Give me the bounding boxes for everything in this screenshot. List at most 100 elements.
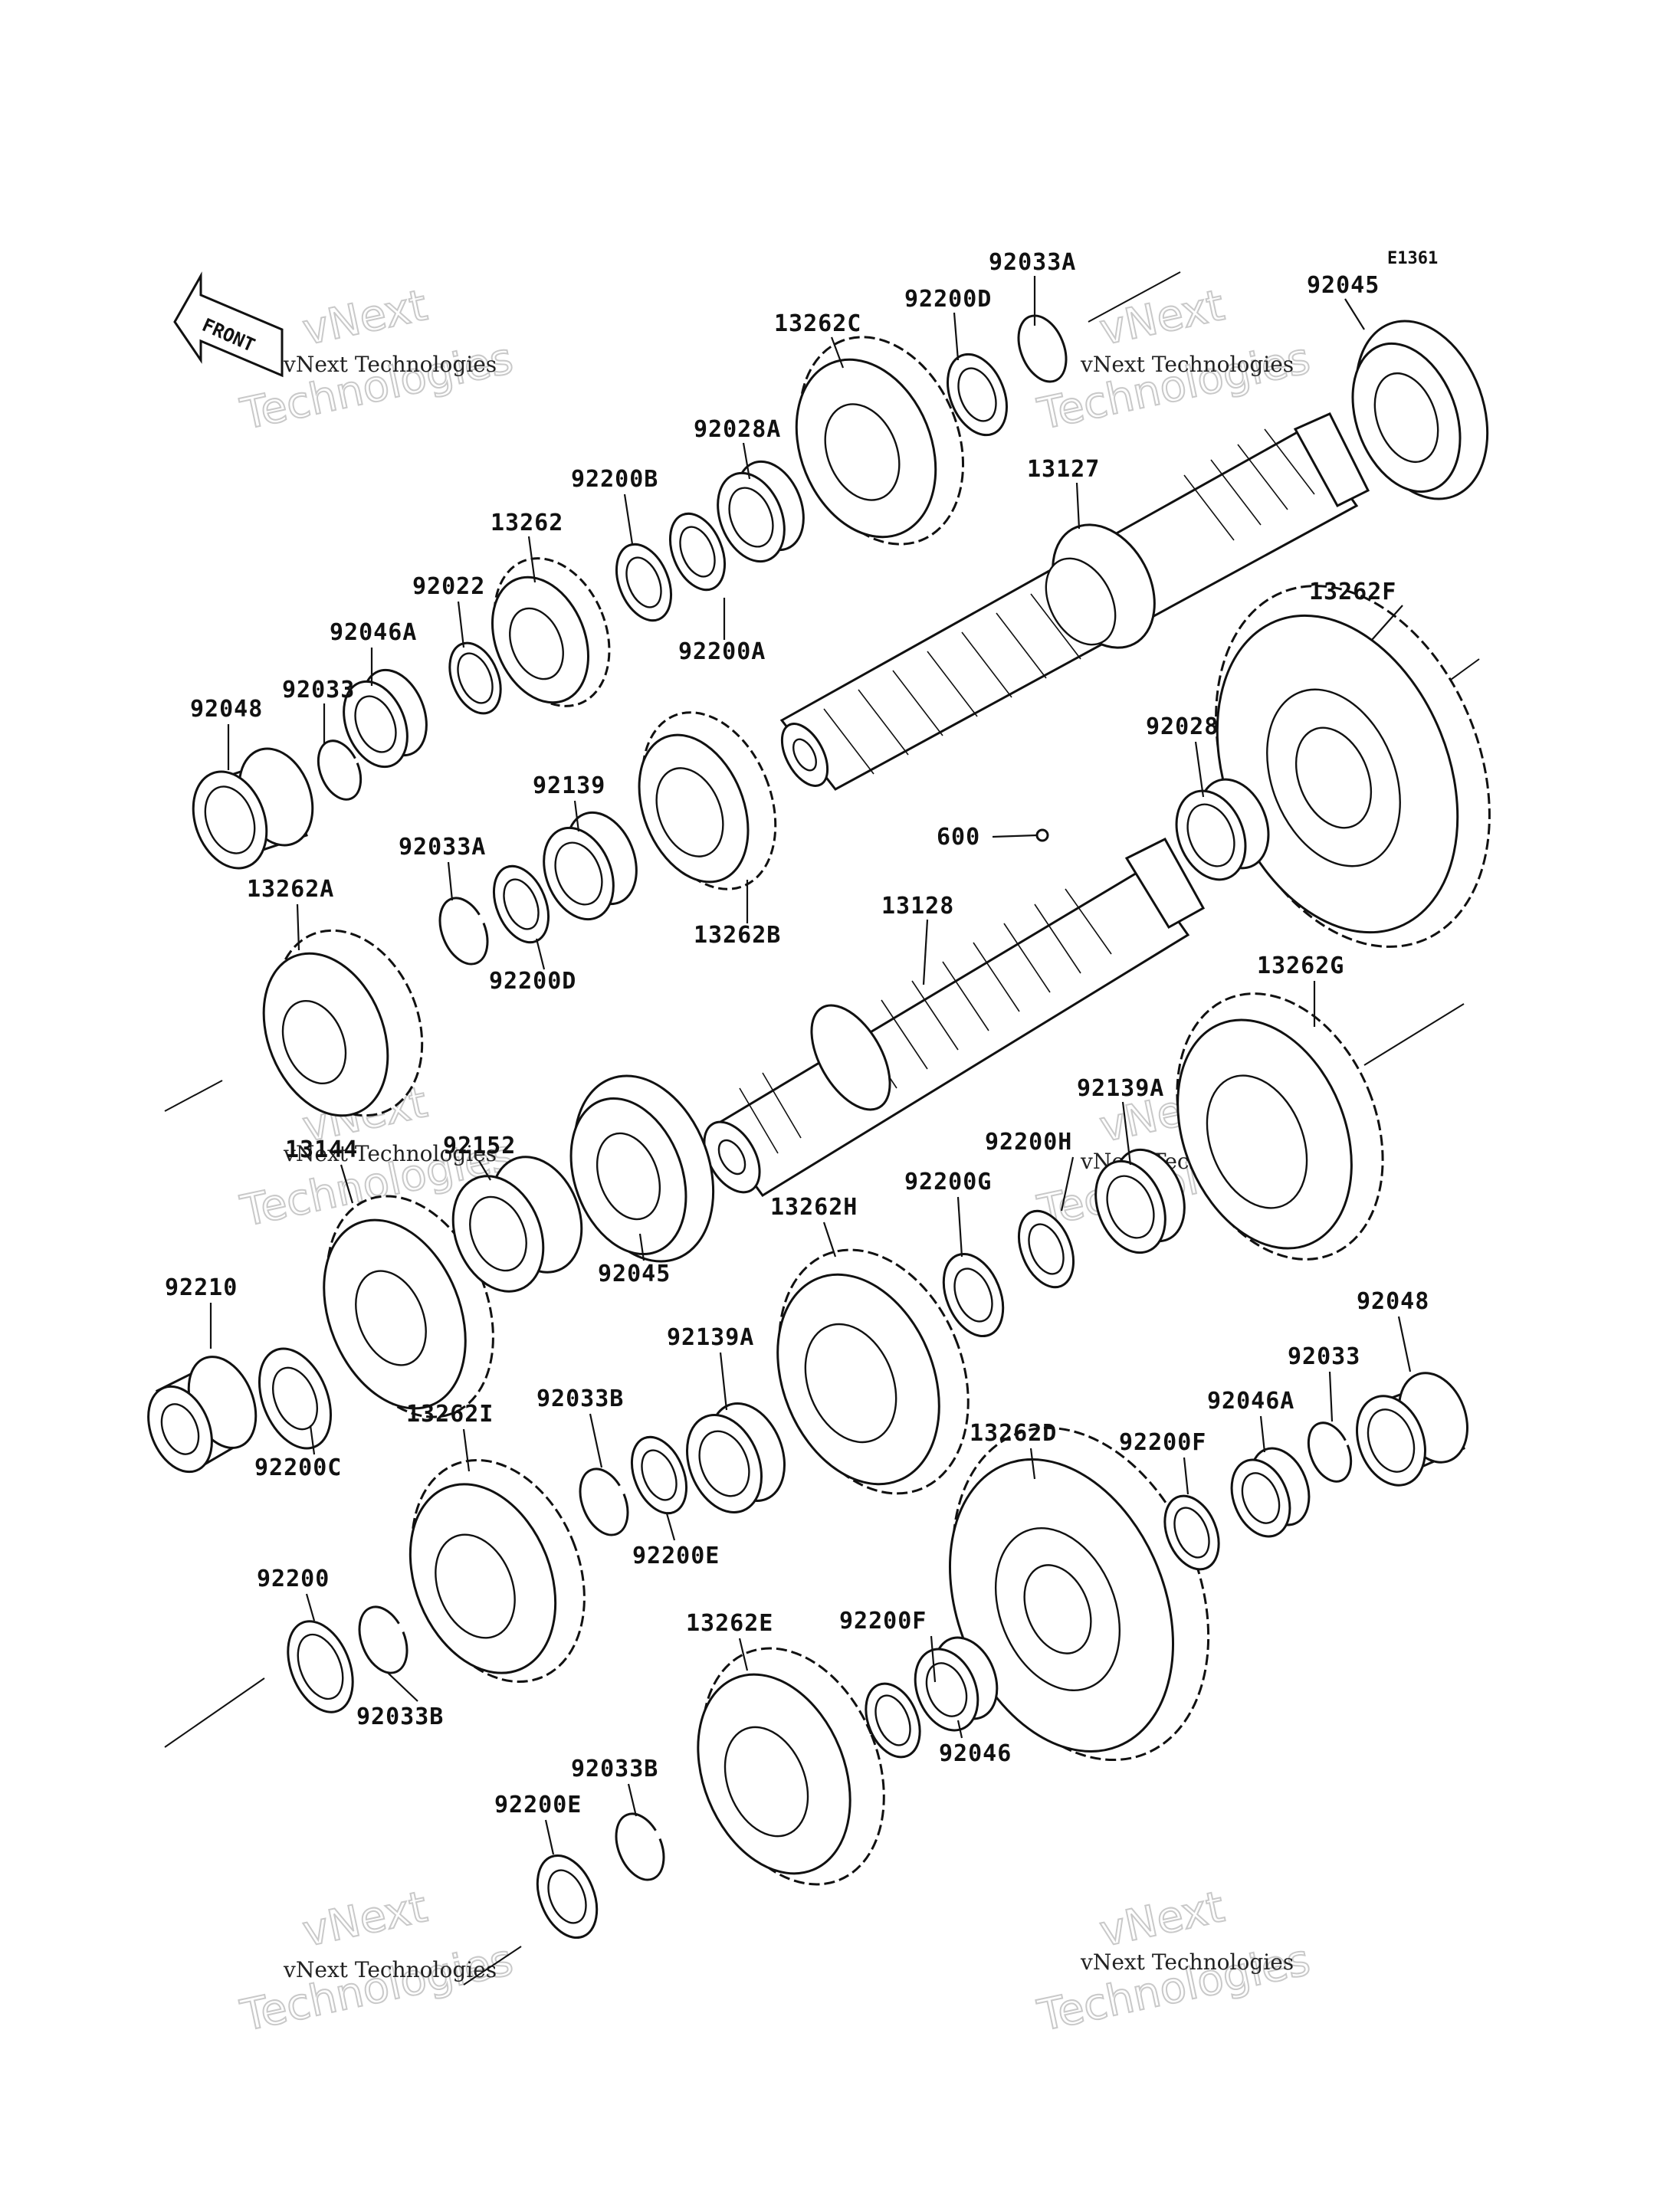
part-label: 92200C — [254, 1454, 342, 1481]
circlip-92033A-top — [1017, 314, 1068, 383]
part-label: 92200H — [985, 1129, 1072, 1156]
washer-92200D-top — [947, 353, 1008, 437]
circlip-92033B-lower — [615, 1812, 665, 1881]
part-label: 92033 — [1288, 1343, 1360, 1370]
circlip-92033B-mid — [358, 1605, 409, 1674]
part-label: 92200A — [678, 638, 766, 665]
part-label: 92200D — [904, 286, 992, 313]
needle-bearing-92046 — [914, 1636, 999, 1732]
gear-13127-integral — [1045, 523, 1156, 649]
watermark-big-word: vNext — [1095, 1882, 1229, 1957]
part-label: 13262B — [694, 922, 781, 949]
gear-13262F — [1215, 585, 1491, 948]
washer-92200A — [669, 512, 726, 592]
shaft-13127 — [779, 412, 1370, 791]
watermark-bottom-left: vNext Technologies vNext Technologies — [235, 1881, 517, 2042]
part-label: 92152 — [443, 1133, 516, 1159]
watermark-small-text: vNext Technologies — [1080, 1949, 1294, 1975]
part-label: 13262C — [774, 310, 861, 337]
part-label: 13262 — [491, 510, 563, 536]
needle-bearing-92046A-top — [343, 668, 428, 769]
front-arrow-icon: FRONT — [173, 271, 284, 378]
part-label: 92033B — [356, 1703, 444, 1730]
part-label: 92045 — [598, 1261, 671, 1287]
watermark-big-word: Technologies — [1033, 333, 1314, 440]
washer-92200F-upper — [1163, 1494, 1220, 1571]
watermark-top-right: vNext Technologies vNext Technologies — [1032, 280, 1314, 441]
gear-13262 — [491, 557, 611, 707]
part-label: 92045 — [1307, 272, 1380, 299]
part-label: 13128 — [881, 893, 954, 920]
needle-bearing-92139A-lower — [686, 1402, 786, 1513]
part-label: 92033A — [989, 249, 1076, 276]
watermark-big-word: Technologies — [236, 1935, 517, 2041]
washer-92200G — [942, 1252, 1005, 1338]
part-label: 600 — [937, 824, 980, 851]
gear-13262C — [795, 336, 965, 546]
bushing-92048-lower — [1356, 1372, 1468, 1487]
part-label: 13144 — [285, 1136, 358, 1163]
part-label: 92200D — [489, 968, 576, 995]
nut-92210 — [147, 1356, 258, 1474]
part-label: 13262G — [1257, 953, 1344, 979]
ball-600 — [1035, 828, 1049, 842]
watermark-small-text: vNext Technologies — [283, 1141, 497, 1166]
part-label: 13127 — [1027, 456, 1100, 483]
gear-13262B — [638, 711, 777, 890]
washer-92200H — [1018, 1209, 1075, 1289]
washer-92200D-mid — [493, 864, 550, 944]
circlip-92033-lower — [1307, 1421, 1353, 1483]
part-label: 92139A — [1077, 1075, 1164, 1102]
part-label: 13262H — [770, 1194, 858, 1221]
washer-92200E-upper — [631, 1435, 687, 1515]
part-label: 92200G — [904, 1169, 992, 1195]
part-label: 92028A — [694, 416, 781, 443]
part-label: 92046A — [330, 619, 417, 646]
part-label: 13262E — [686, 1610, 773, 1637]
needle-bearing-92028A — [717, 460, 805, 563]
gear-13262A — [262, 929, 424, 1117]
bushing-92152 — [451, 1156, 583, 1293]
part-label: 92022 — [412, 573, 485, 600]
part-label: 92210 — [165, 1274, 238, 1301]
part-label: 92200B — [571, 466, 658, 493]
watermark-big-word: vNext — [1095, 280, 1229, 356]
washer-92200B — [615, 543, 672, 622]
circlip-92033A-mid — [438, 897, 489, 966]
circlip-92033-top — [317, 739, 363, 801]
gear-13262E — [697, 1647, 885, 1886]
washer-92200E-lower — [536, 1854, 599, 1940]
shaft-13128 — [703, 838, 1206, 1198]
circlip-92033B-upper — [579, 1467, 629, 1536]
bushing-92048-top — [192, 747, 314, 870]
watermark-small-text: vNext Technologies — [283, 1957, 497, 1982]
watermark-small-text: vNext Technologies — [1080, 352, 1294, 377]
needle-bearing-92046A-lower — [1230, 1447, 1311, 1538]
part-label: 92200F — [1119, 1429, 1206, 1456]
part-label: 92046A — [1207, 1388, 1294, 1415]
needle-bearing-92139A-upper — [1094, 1148, 1186, 1254]
part-label: 92139A — [667, 1324, 754, 1351]
washer-92200 — [287, 1620, 354, 1713]
part-label: 13262F — [1309, 579, 1396, 605]
part-label: 92033 — [282, 677, 355, 703]
part-label: 92028 — [1146, 713, 1219, 740]
part-labels: 92033A 92045 92200D 13262C 92028A 92200B… — [165, 249, 1429, 1818]
bearing-92045-top — [1351, 320, 1489, 500]
part-label: 92200F — [839, 1608, 927, 1635]
watermark-bottom-right: vNext Technologies vNext Technologies — [1032, 1881, 1314, 2042]
gear-13262G — [1176, 992, 1384, 1261]
part-label: 92033A — [399, 834, 486, 861]
part-label: 13262A — [247, 876, 334, 903]
bushing-92028 — [1175, 778, 1270, 881]
part-label: 92200E — [494, 1792, 582, 1818]
gear-13262H — [776, 1248, 970, 1495]
watermark-small-text: vNext Technologies — [283, 352, 497, 377]
part-label: 92033B — [571, 1756, 658, 1782]
gear-13262D — [949, 1426, 1210, 1762]
leader-lines — [209, 276, 1412, 1855]
part-label: 92139 — [533, 772, 605, 799]
part-label: 92046 — [939, 1740, 1012, 1767]
diagram-code: E1361 — [1387, 249, 1438, 268]
watermark-big-word: vNext — [298, 280, 431, 356]
